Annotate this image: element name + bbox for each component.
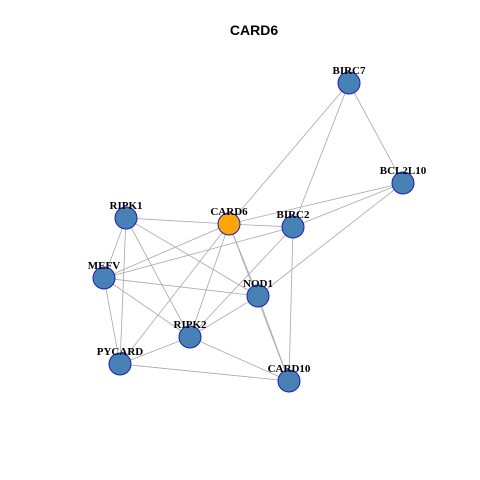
node-label-ripk1: RIPK1: [110, 200, 143, 212]
node-birc2[interactable]: [281, 215, 305, 239]
edge-card6-mefv: [103, 223, 230, 279]
edge-bcl2l10-card6: [228, 182, 404, 225]
edge-card6-pycard: [119, 223, 230, 365]
edge-bcl2l10-nod1: [257, 182, 404, 297]
edge-mefv-nod1: [103, 277, 259, 297]
node-layer: [92, 71, 415, 393]
node-label-pycard: PYCARD: [97, 346, 143, 358]
node-label-card10: CARD10: [268, 363, 311, 375]
edge-ripk1-nod1: [125, 217, 259, 297]
node-mefv[interactable]: [92, 266, 116, 290]
edge-birc2-mefv: [103, 226, 294, 279]
edge-nod1-card10: [257, 295, 290, 382]
edge-birc7-birc2: [292, 82, 350, 228]
edge-pycard-card10: [119, 363, 290, 382]
node-card6[interactable]: [217, 212, 241, 236]
edge-ripk2-pycard: [119, 336, 191, 365]
edge-card6-ripk2: [189, 223, 230, 338]
edge-birc2-ripk2: [189, 226, 294, 338]
edge-birc7-bcl2l10: [348, 82, 404, 184]
node-label-mefv: MEFV: [88, 260, 120, 272]
edge-birc2-card10: [288, 226, 294, 382]
edge-ripk1-ripk2: [125, 217, 191, 338]
node-ripk2[interactable]: [178, 325, 202, 349]
edge-ripk1-card6: [125, 217, 230, 225]
edge-nod1-ripk2: [189, 295, 259, 338]
node-label-birc2: BIRC2: [276, 209, 310, 221]
node-label-nod1: NOD1: [243, 278, 273, 290]
node-label-bcl2l10: BCL2L10: [380, 165, 427, 177]
edge-mefv-ripk2: [103, 277, 191, 338]
node-pycard[interactable]: [108, 352, 132, 376]
edge-card6-nod1: [228, 223, 259, 297]
node-bcl2l10[interactable]: [391, 171, 415, 195]
node-nod1[interactable]: [246, 284, 270, 308]
edge-bcl2l10-birc2: [292, 182, 404, 228]
node-birc7[interactable]: [337, 71, 361, 95]
node-ripk1[interactable]: [114, 206, 138, 230]
edge-mefv-pycard: [103, 277, 121, 365]
edge-birc7-card6: [228, 82, 350, 225]
node-label-card6: CARD6: [210, 206, 248, 218]
node-label-birc7: BIRC7: [332, 65, 366, 77]
graph-title: CARD6: [230, 22, 278, 38]
node-label-ripk2: RIPK2: [174, 319, 208, 331]
edge-ripk2-card10: [189, 336, 290, 382]
node-card10[interactable]: [277, 369, 301, 393]
